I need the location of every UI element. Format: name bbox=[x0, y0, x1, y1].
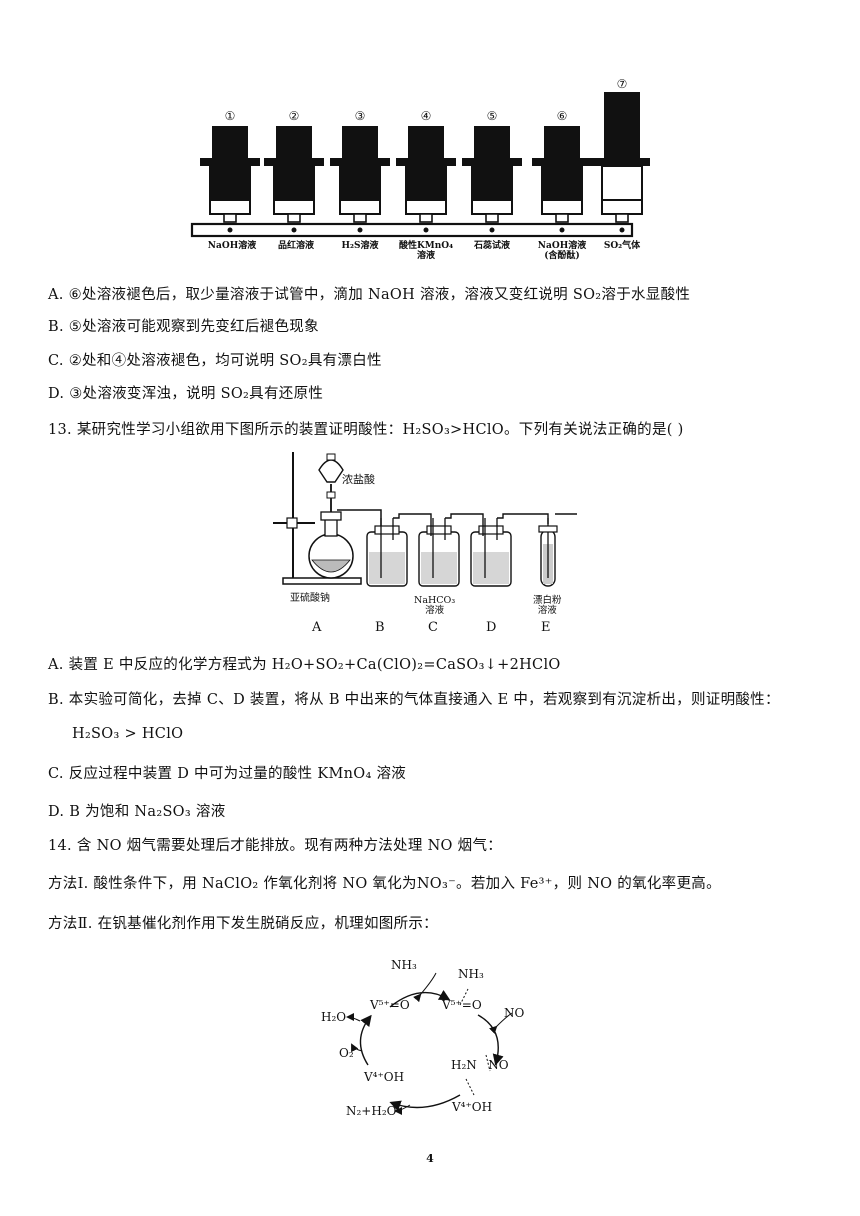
cycle-v-oh-right: V⁴⁺OH bbox=[452, 1100, 493, 1114]
cycle-o2: O₂ bbox=[339, 1046, 354, 1060]
q14-stem: 14. 含 NO 烟气需要处理后才能排放。现有两种方法处理 NO 烟气： bbox=[48, 838, 503, 854]
syringe-number-2: ② bbox=[289, 109, 300, 123]
q13-option-d: D. B 为饱和 Na₂SO₃ 溶液 bbox=[48, 804, 226, 820]
syringe-label-5: 石蕊试液 bbox=[473, 241, 510, 251]
syringe-label-1: NaOH溶液 bbox=[207, 241, 257, 251]
syringe-number-3: ③ bbox=[355, 109, 366, 123]
cycle-v-o-right: V⁵⁺=O bbox=[442, 998, 482, 1012]
label-concentrated-hcl: 浓盐酸 bbox=[342, 473, 375, 486]
connecting-tube bbox=[190, 222, 634, 238]
q13-option-c: C. 反应过程中装置 D 中可为过量的酸性 KMnO₄ 溶液 bbox=[48, 766, 407, 782]
syringe-4: ④ bbox=[396, 109, 456, 233]
q13-option-a: A. 装置 E 中反应的化学方程式为 H₂O+SO₂+Ca(ClO)₂=CaSO… bbox=[48, 657, 561, 673]
acid-strength-apparatus-figure bbox=[273, 452, 577, 587]
apparatus-letter-a: A bbox=[312, 620, 322, 635]
label-bleach-solution: 漂白粉 溶液 bbox=[533, 595, 562, 616]
label-nahco3-solution: NaHCO₃ 溶液 bbox=[414, 595, 456, 616]
apparatus-letter-b: B bbox=[375, 620, 385, 635]
q14-method-2: 方法Ⅱ. 在钒基催化剂作用下发生脱硝反应，机理如图所示： bbox=[48, 916, 438, 932]
syringe-7: ⑦ bbox=[592, 78, 650, 233]
cycle-nh3-in: NH₃ bbox=[391, 958, 417, 972]
cycle-v-oh-left: V⁴⁺OH bbox=[364, 1070, 405, 1084]
syringe-label-7: SO₂气体 bbox=[603, 241, 641, 251]
apparatus-letter-d: D bbox=[486, 620, 497, 635]
apparatus-letter-c: C bbox=[428, 620, 438, 635]
page-number: 4 bbox=[426, 1152, 434, 1165]
cycle-n2-h2o: N₂+H₂O bbox=[346, 1104, 397, 1118]
label-sodium-sulfite: 亚硫酸钠 bbox=[290, 593, 330, 604]
syringe-label-4: 酸性KMnO₄ 溶液 bbox=[398, 241, 454, 261]
syringe-6: ⑥ bbox=[532, 109, 592, 233]
syringe-label-3: H₂S溶液 bbox=[341, 241, 379, 251]
syringe-number-1: ① bbox=[225, 109, 236, 123]
syringe-label-6: NaOH溶液 (含酚酞) bbox=[537, 241, 587, 261]
syringe-2: ② bbox=[264, 109, 324, 233]
gas-bottle-c bbox=[418, 518, 460, 587]
denitration-cycle-diagram bbox=[346, 972, 513, 1115]
syringe-1: ① bbox=[200, 109, 260, 233]
gas-bottle-d bbox=[470, 518, 512, 587]
gas-bottle-b bbox=[366, 518, 408, 587]
cycle-h2o: H₂O bbox=[321, 1010, 347, 1024]
q12-option-a: A. ⑥处溶液褪色后，取少量溶液于试管中，滴加 NaOH 溶液，溶液又变红说明 … bbox=[48, 287, 691, 303]
syringe-number-5: ⑤ bbox=[487, 109, 498, 123]
apparatus-letter-e: E bbox=[541, 620, 551, 635]
syringe-apparatus-figure: ① ② ③ ④ ⑤ ⑥ ⑦ bbox=[190, 78, 650, 238]
q13-stem: 13. 某研究性学习小组欲用下图所示的装置证明酸性：H₂SO₃>HClO。下列有… bbox=[48, 422, 684, 438]
q14-method-1: 方法Ⅰ. 酸性条件下，用 NaClO₂ 作氧化剂将 NO 氧化为NO₃⁻。若加入… bbox=[48, 876, 721, 892]
cycle-nh3-bound: NH₃ bbox=[458, 967, 484, 981]
cycle-h2n-no: H₂N NO bbox=[451, 1058, 509, 1072]
syringe-number-7: ⑦ bbox=[617, 78, 628, 91]
cycle-no: NO bbox=[504, 1006, 525, 1020]
cycle-v-o-left: V⁵⁺=O bbox=[370, 998, 410, 1012]
q13-option-b-line1: B. 本实验可简化，去掉 C、D 装置，将从 B 中出来的气体直接通入 E 中，… bbox=[48, 692, 780, 708]
q13-option-b-line2: H₂SO₃ > HClO bbox=[72, 726, 184, 742]
syringe-5: ⑤ bbox=[462, 109, 522, 233]
syringe-number-6: ⑥ bbox=[557, 109, 568, 123]
q12-option-c: C. ②处和④处溶液褪色，均可说明 SO₂具有漂白性 bbox=[48, 353, 382, 369]
q12-option-b: B. ⑤处溶液可能观察到先变红后褪色现象 bbox=[48, 319, 319, 335]
syringe-3: ③ bbox=[330, 109, 390, 233]
syringe-number-4: ④ bbox=[421, 109, 432, 123]
q12-option-d: D. ③处溶液变浑浊，说明 SO₂具有还原性 bbox=[48, 386, 324, 402]
syringe-label-2: 品红溶液 bbox=[277, 241, 314, 251]
